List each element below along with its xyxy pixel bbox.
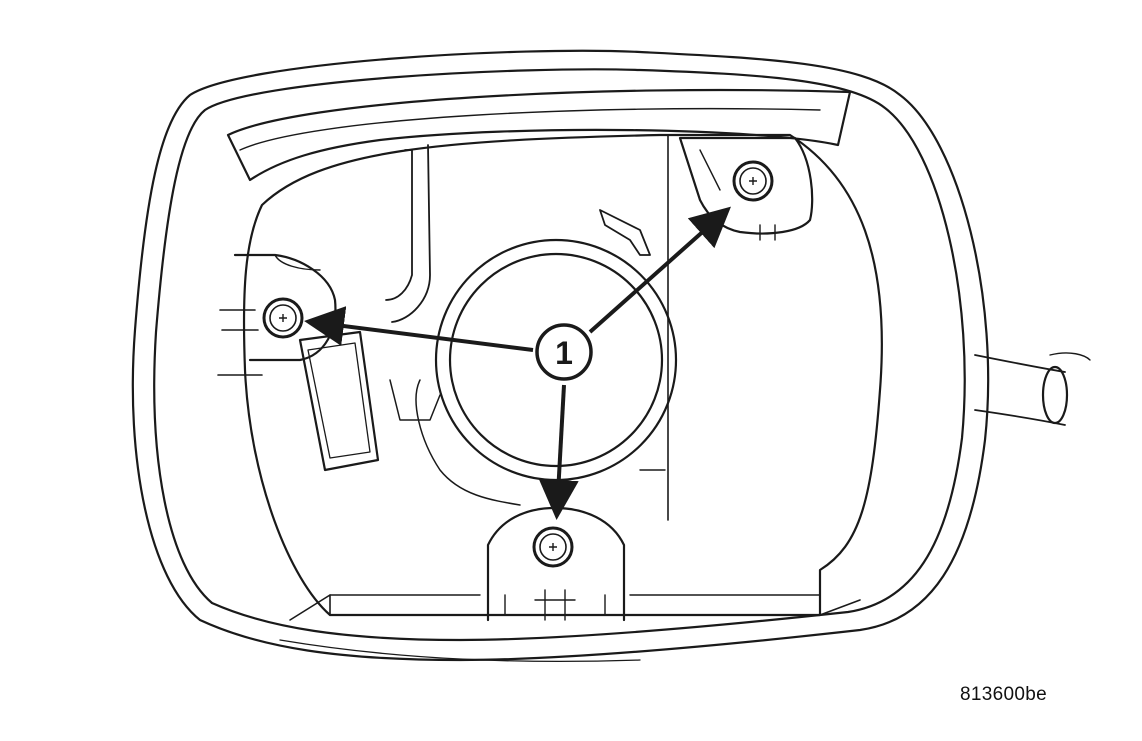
leader-arrow-right	[588, 206, 731, 334]
leader-arrow-bottom	[538, 384, 579, 520]
center-hub-inner	[448, 252, 664, 468]
outer-housing	[131, 49, 990, 662]
callout-label: 1	[555, 335, 573, 371]
outer-housing-inner-line	[153, 68, 966, 642]
electrical-connector	[298, 330, 380, 472]
callout-circle	[535, 323, 593, 381]
left-mount-boss	[233, 253, 337, 362]
screw-icon	[732, 160, 774, 202]
inner-recess	[242, 133, 883, 617]
screw-icon	[262, 297, 304, 339]
screw-icon	[532, 526, 574, 568]
left-slot	[385, 149, 413, 301]
leader-arrow-left	[304, 306, 534, 352]
figure-id: 813600be	[960, 684, 1047, 705]
